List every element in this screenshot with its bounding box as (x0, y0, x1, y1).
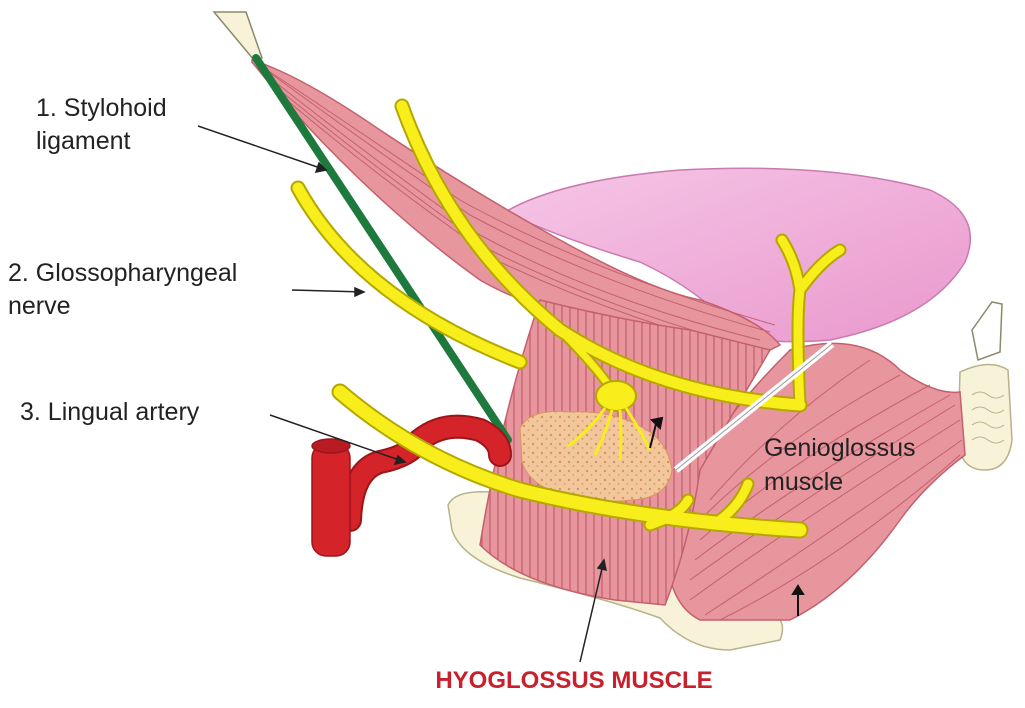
label-stylohoid-line2: ligament (36, 125, 167, 158)
label-lingual-artery-text: 3. Lingual artery (20, 396, 199, 429)
label-stylohoid-line1: 1. Stylohoid (36, 92, 167, 125)
label-lingual-artery: 3. Lingual artery (20, 396, 199, 429)
mandible-fragment (958, 364, 1012, 470)
caption-hyoglossus-muscle: HYOGLOSSUS MUSCLE (384, 666, 764, 696)
styloid-process (214, 12, 262, 60)
label-glossopharyngeal-line2: nerve (8, 290, 237, 323)
label-glossopharyngeal-line1: 2. Glossopharyngeal (8, 257, 237, 290)
label-genioglossus-line2: muscle (764, 465, 915, 499)
label-genioglossus-line1: Genioglossus (764, 431, 915, 465)
submandibular-ganglion (596, 381, 636, 411)
label-genioglossus-muscle: Genioglossus muscle (764, 431, 915, 499)
label-glossopharyngeal-nerve: 2. Glossopharyngeal nerve (8, 257, 237, 323)
external-carotid-stump (312, 444, 350, 556)
label-stylohoid-ligament: 1. Stylohoid ligament (36, 92, 167, 158)
